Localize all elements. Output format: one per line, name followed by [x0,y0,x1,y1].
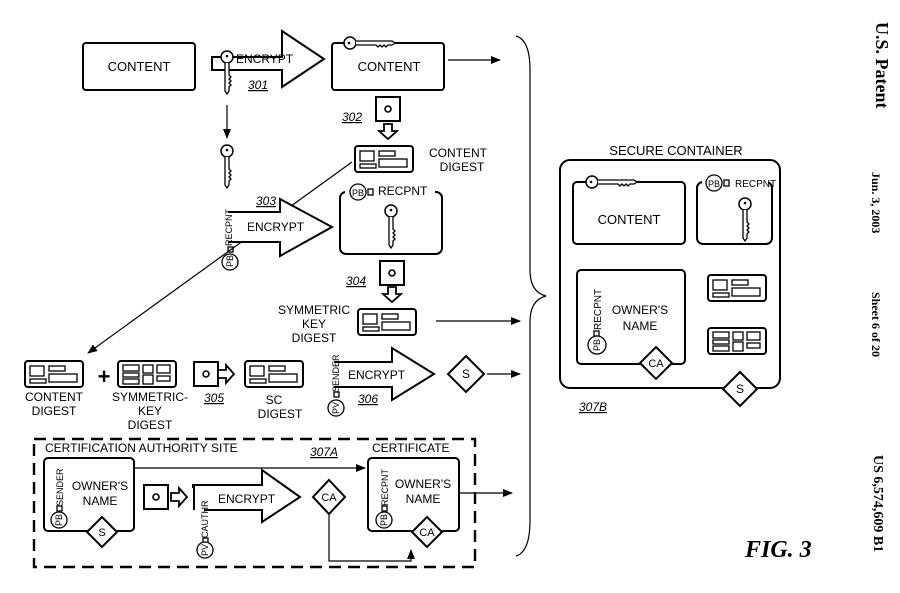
symkey-digest-label-3: DIGEST [292,331,337,345]
pv-label: PV [331,402,341,414]
symmetric-key-digest-icon [707,327,767,355]
down-arrow-icon [382,286,402,303]
content-box-plain [82,42,196,91]
owners-label-2: NAME [406,492,441,506]
content-digest-label-2: DIGEST [440,160,485,174]
patent-number: US 6,574,609 B1 [870,455,885,552]
owners-label-1: OWNER'S [612,303,668,317]
pb-label: PB [708,179,720,189]
right-arrow-icon [217,364,235,384]
ref-304: 304 [346,274,366,288]
signature-label: S [462,367,470,381]
grouping-brace [515,35,547,557]
key-icon [220,144,234,189]
cauthr-label: CAUTHR [200,500,210,538]
owners-label-2: NAME [623,319,658,333]
owners-label-2: NAME [83,494,118,508]
secure-container-label: SECURE CONTAINER [609,143,742,158]
signature-label: S [736,382,744,396]
sc-encrypted-key-box [696,181,773,245]
hash-icon [379,260,405,286]
encrypt-arrow-306 [322,346,436,402]
symmetric-key-digest-icon [117,360,177,388]
symkey2-label-3: DIGEST [128,418,173,432]
pb-label: PB [379,514,389,526]
content-label: CONTENT [108,59,171,74]
ref-303: 303 [256,194,276,208]
ref-307b: 307B [579,400,607,414]
content-label-encrypted: CONTENT [358,59,421,74]
encrypt-label-ca: ENCRYPT [218,492,276,506]
recpnt-label: RECPNT [593,289,604,330]
signature-diamond [446,354,486,394]
owners-label-1: OWNER'S [72,479,128,493]
figure-label: FIG. 3 [744,537,812,563]
recpnt-label-303: RECPNT [224,208,234,246]
content-digest-label-1: CONTENT [429,146,488,160]
plus-sign: + [98,364,111,389]
sender-label: SENDER [55,468,65,506]
ca-diamond [410,515,444,549]
encrypt-arrow-ca [192,468,302,524]
ref-307a: 307A [310,445,338,459]
recpnt-label: RECPNT [735,179,776,190]
down-arrow-icon [378,123,398,140]
recpnt-label: RECPNT [380,468,390,506]
hash-icon [375,96,401,122]
content-digest-icon [707,274,767,302]
content-digest-label-1: CONTENT [25,390,84,404]
encrypt-arrow-301 [211,29,326,89]
ca-label: CA [648,358,664,370]
pv-label: PV [200,544,210,556]
recpnt-label: RECPNT [378,184,428,198]
signature-diamond [85,515,119,549]
ca-signature-arrow [328,514,415,562]
ref-302: 302 [342,110,362,124]
certificate-label: CERTIFICATE [372,441,450,455]
symkey2-label-1: SYMMETRIC- [112,390,188,404]
ca-diamond [638,345,674,381]
ca-site-box [32,437,477,569]
encrypt-label-301: ENCRYPT [236,52,294,66]
ca-label: CA [419,527,435,539]
hash-icon [193,361,219,387]
ca-label: CA [321,492,337,504]
sc-content-label: CONTENT [598,212,661,227]
encrypt-label-306: ENCRYPT [348,368,406,382]
pb-label: PB [592,339,602,351]
sheet-number: Sheet 6 of 20 [869,292,883,357]
symkey-digest-label-1: SYMMETRIC [278,303,350,317]
content-digest-icon [354,145,414,173]
ref-306: 306 [358,392,378,406]
ca-site-label: CERTIFICATION AUTHORITY SITE [45,441,238,455]
signature-diamond [721,370,759,408]
sc-digest-label-1: SC [266,393,283,407]
sc-digest-icon [244,360,304,388]
ref-305: 305 [204,391,224,405]
ref-301: 301 [248,78,268,92]
symkey-digest-label-2: KEY [302,317,326,331]
signature-label: S [98,527,105,539]
sc-digest-label-2: DIGEST [258,407,303,421]
right-arrow-icon [170,487,188,507]
owners-label-1: OWNER'S [395,477,451,491]
publication-label: U.S. Patent [872,22,892,109]
sender-label: SENDER [331,354,341,392]
digest-diagonal-arrow [87,161,353,354]
encrypt-arrow-303 [221,197,335,258]
content-digest-label-2: DIGEST [32,404,77,418]
pb-label: PB [54,514,64,526]
content-digest-icon [24,360,84,388]
patent-date: Jun. 3, 2003 [869,172,883,233]
pb-label: PB [225,255,235,267]
hash-icon [143,484,169,510]
symkey2-label-2: KEY [138,404,162,418]
key-icon [220,50,234,95]
pb-label: PB [352,188,364,198]
symmetric-key-digest-icon [357,308,417,336]
encrypt-label-303: ENCRYPT [247,220,305,234]
